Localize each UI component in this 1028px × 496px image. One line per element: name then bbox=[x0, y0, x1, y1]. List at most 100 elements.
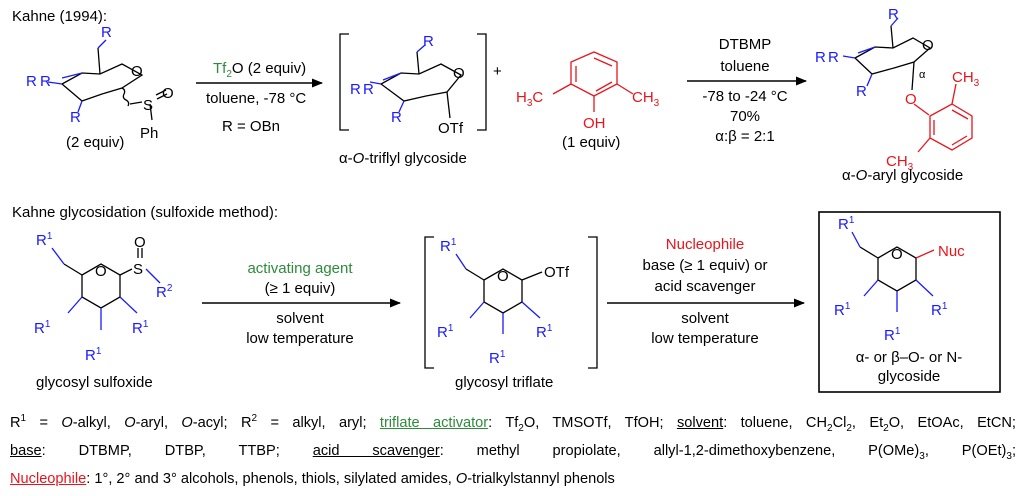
glycoside-product-structure bbox=[851, 231, 935, 312]
gprod-r1-top: R1 bbox=[838, 215, 855, 233]
bottom-section-title: Kahne glycosidation (sulfoxide method): bbox=[12, 204, 278, 221]
legend-r1: R1 bbox=[10, 413, 27, 431]
dimethylphenol-labels: H3C CH3 OH bbox=[516, 89, 660, 132]
triflyl-glycoside-structure bbox=[369, 44, 463, 119]
phenol-equiv: (1 equiv) bbox=[562, 134, 620, 151]
trif-r1-left: R1 bbox=[437, 323, 454, 341]
legend-line-1: R1 = O-alkyl, O-aryl, O-acyl; R2 = alkyl… bbox=[10, 413, 1016, 434]
glycosyl-triflate-caption: glycosyl triflate bbox=[455, 374, 553, 391]
sm-equiv: (2 equiv) bbox=[66, 134, 124, 151]
prod-r-left2: R bbox=[828, 49, 839, 66]
bottom-bracket-right bbox=[588, 236, 598, 369]
arrow2-solvent: toluene bbox=[720, 58, 769, 75]
sulfox-ring-o: O bbox=[95, 263, 107, 280]
prod-aryl-o: O bbox=[905, 91, 917, 108]
sm-ring-o: O bbox=[131, 63, 143, 80]
arrow4-temperature: low temperature bbox=[651, 330, 759, 347]
prod-alpha: α bbox=[919, 69, 926, 81]
arrow4-conditions: Nucleophile base (≥ 1 equiv) or acid sca… bbox=[643, 236, 768, 347]
sm-phenyl: Ph bbox=[140, 125, 158, 142]
sm-r-top: R bbox=[101, 24, 112, 41]
arrow4-solvent: solvent bbox=[681, 310, 729, 327]
top-bracket-left bbox=[339, 33, 349, 131]
gprod-ring-o: O bbox=[891, 246, 903, 263]
tf-r-top: R bbox=[423, 33, 434, 50]
tf-r-bottom: R bbox=[391, 109, 402, 126]
aryl-ring-structure bbox=[913, 83, 973, 153]
trif-r1-top: R1 bbox=[440, 237, 457, 255]
prod-ch3-bottom: CH3 bbox=[886, 153, 914, 173]
aryl-glycoside-structure bbox=[842, 17, 932, 91]
starting-sulfoxide-labels: R R R R O S O Ph (2 equiv) bbox=[26, 24, 174, 151]
arrow1-r-definition: R = OBn bbox=[222, 118, 280, 135]
scheme-legend: R1 = O-alkyl, O-aryl, O-acyl; R2 = alkyl… bbox=[10, 408, 1016, 490]
sulfox-r1-left: R1 bbox=[34, 319, 51, 337]
glycosyl-sulfoxide-labels: R1 R1 R1 R1 O O S R2 bbox=[34, 231, 173, 364]
glycosyl-sulfoxide-structure bbox=[51, 247, 161, 330]
arrow3-temperature: low temperature bbox=[246, 330, 354, 347]
arrow3-equiv: (≥ 1 equiv) bbox=[265, 280, 336, 297]
arrow2-conditions: DTBMP toluene -78 to -24 °C 70% α:β = 2:… bbox=[702, 36, 787, 145]
arrow4-nucleophile: Nucleophile bbox=[666, 236, 744, 253]
gprod-r1-right: R1 bbox=[931, 301, 948, 319]
sm-sulfur: S bbox=[143, 97, 153, 114]
sm-r-left1: R bbox=[26, 73, 37, 90]
prod-r-bottom: R bbox=[856, 83, 867, 100]
dimethylphenol-structure bbox=[552, 51, 634, 112]
trif-otf: OTf bbox=[544, 264, 570, 281]
arrow2-selectivity: α:β = 2:1 bbox=[715, 128, 774, 145]
sm-r-left2: R bbox=[40, 73, 51, 90]
sm-r-bottom: R bbox=[70, 109, 81, 126]
sulfox-r1-top: R1 bbox=[36, 231, 53, 249]
reaction-scheme: Kahne (1994): R R R R O S O Ph (2 equiv)… bbox=[12, 6, 1001, 393]
plus-sign: + bbox=[493, 63, 502, 80]
arrow3-activating-agent: activating agent bbox=[247, 260, 353, 277]
triflyl-glycoside-caption: α-O-triflyl glycoside bbox=[339, 150, 467, 167]
glycoside-product-labels: R1 R1 R1 R1 O Nuc bbox=[834, 215, 965, 344]
sulfox-s: S bbox=[133, 261, 143, 278]
gprod-nuc: Nuc bbox=[938, 243, 965, 260]
sulfox-r2: R2 bbox=[156, 283, 173, 301]
phenol-oh: OH bbox=[583, 115, 606, 132]
aryl-glycoside-caption: α-O-aryl glycoside bbox=[842, 167, 963, 184]
arrow2-yield: 70% bbox=[730, 108, 760, 125]
arrow4-acid-scavenger: acid scavenger bbox=[655, 278, 756, 295]
gprod-r1-left: R1 bbox=[834, 301, 851, 319]
sulfox-r1-right: R1 bbox=[132, 319, 149, 337]
prod-r-left1: R bbox=[815, 49, 826, 66]
arrow3-conditions: activating agent (≥ 1 equiv) solvent low… bbox=[246, 260, 354, 347]
sm-sulfoxide-o: O bbox=[162, 85, 174, 102]
arrow1-reagent: Tf2O (2 equiv) bbox=[213, 60, 306, 80]
glycosyl-triflate-labels: R1 R1 R1 R1 O OTf bbox=[437, 237, 570, 367]
legend-line-2: base: DTBMP, DTBP, TTBP; acid scavenger:… bbox=[10, 442, 1016, 462]
gprod-r1-bottom: R1 bbox=[884, 326, 901, 344]
tf-otf: OTf bbox=[438, 120, 464, 137]
legend-nucleophile: Nucleophile bbox=[10, 470, 87, 487]
legend-solvent: solvent bbox=[676, 414, 724, 431]
aryl-glycoside-labels: R R R R O α O CH3 CH3 bbox=[815, 6, 980, 173]
trif-r1-bottom: R1 bbox=[489, 349, 506, 367]
prod-ring-o: O bbox=[922, 37, 934, 54]
arrow3-solvent: solvent bbox=[276, 310, 324, 327]
top-section-title: Kahne (1994): bbox=[12, 8, 107, 25]
legend-r2: R2 bbox=[240, 413, 258, 431]
phenol-ch3: CH3 bbox=[632, 89, 660, 109]
legend-base: base bbox=[10, 442, 42, 459]
arrow2-temperature: -78 to -24 °C bbox=[702, 88, 787, 105]
arrow1-conditions: toluene, -78 °C bbox=[206, 90, 306, 107]
trif-ring-o: O bbox=[497, 268, 509, 285]
phenol-h3c: H3C bbox=[516, 89, 543, 109]
sulfox-r1-bottom: R1 bbox=[85, 346, 102, 364]
prod-r-top: R bbox=[888, 6, 899, 23]
starting-thioglycoside-sulfoxide bbox=[47, 39, 168, 121]
legend-acid-scavenger: acid scavenger bbox=[312, 442, 440, 459]
legend-triflate-activator: triflate activator bbox=[379, 414, 489, 431]
product-caption-line1: α- or β–O- or N- bbox=[856, 349, 962, 366]
arrow2-base: DTBMP bbox=[719, 36, 772, 53]
glycosyl-sulfoxide-caption: glycosyl sulfoxide bbox=[36, 374, 153, 391]
prod-ch3-top: CH3 bbox=[952, 69, 980, 89]
bottom-bracket-left bbox=[424, 236, 434, 369]
top-bracket-right bbox=[477, 33, 487, 131]
product-box-caption: α- or β–O- or N- glycoside bbox=[856, 349, 962, 385]
arrow4-base: base (≥ 1 equiv) or bbox=[643, 257, 768, 274]
